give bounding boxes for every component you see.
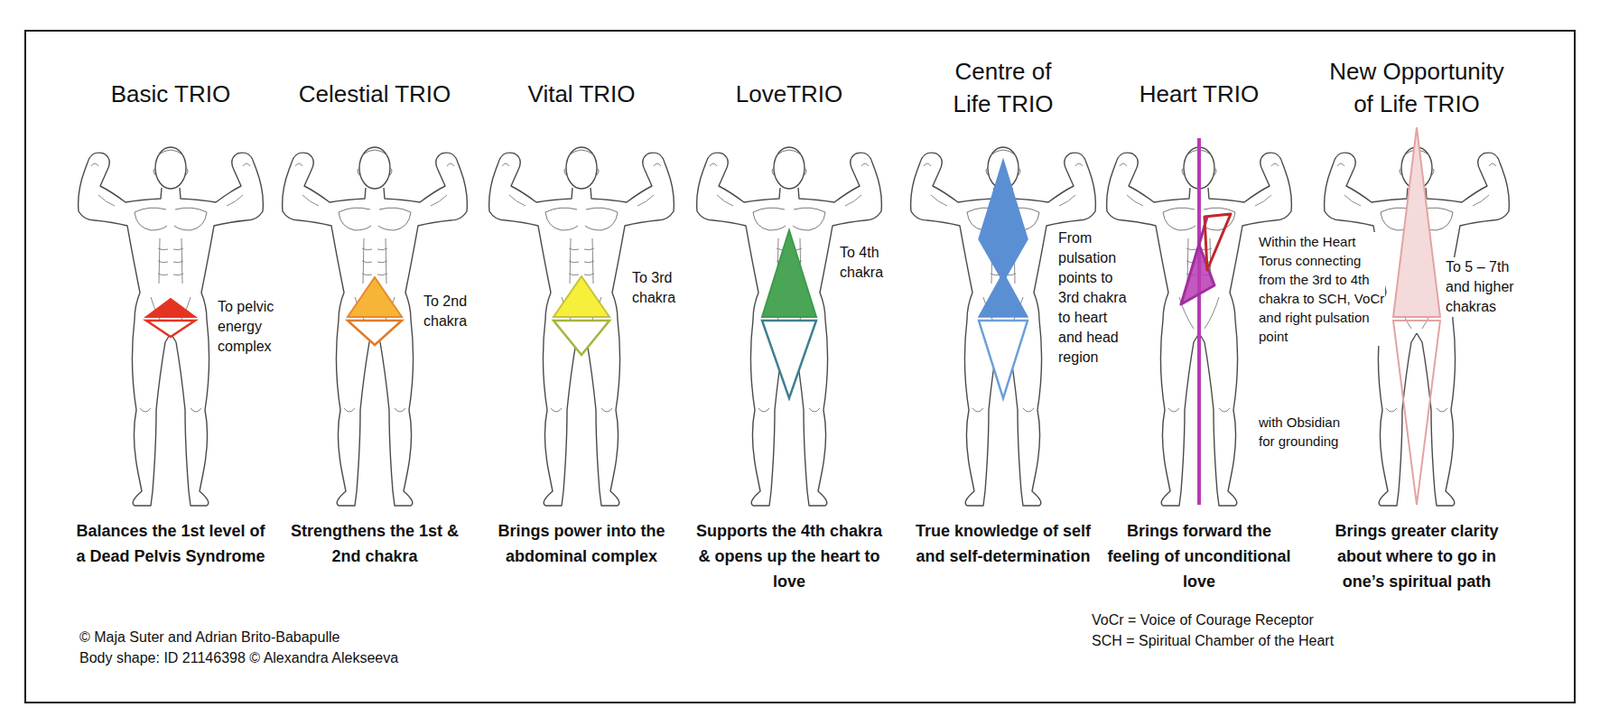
- triangle-up: [347, 277, 402, 317]
- triangle-up: [146, 298, 196, 317]
- target-note: To pelvic energy complex: [217, 297, 286, 357]
- triangle-up: [762, 230, 817, 317]
- label-slot: Brings greater clarity about where to go…: [1316, 518, 1517, 595]
- diamond: [978, 159, 1028, 282]
- trio-heading: Celestial TRIO: [275, 77, 475, 111]
- label-slot: Balances the 1st level of a Dead Pelvis …: [70, 518, 271, 569]
- copyright-note: Body shape: ID 21146398 © Alexandra Alek…: [79, 648, 459, 669]
- label-slot: Brings forward the feeling of unconditio…: [1098, 518, 1300, 595]
- target-note: To 5 – 7th and higher chakras: [1445, 257, 1518, 317]
- trio-symbols: [146, 127, 1441, 505]
- label-slot: LoveTRIO: [689, 77, 889, 111]
- effect-caption: Brings power into the abdominal complex: [481, 518, 682, 569]
- heart-shape: [1181, 216, 1215, 305]
- label-slot: To 5 – 7th and higher chakras: [1445, 257, 1518, 317]
- trio-heading: LoveTRIO: [689, 77, 889, 111]
- label-slot: VoCr = Voice of Courage Receptor: [1091, 610, 1381, 631]
- target-note: with Obsidian for grounding: [1258, 412, 1359, 451]
- label-slot: with Obsidian for grounding: [1258, 412, 1359, 451]
- triangle-down: [1393, 320, 1441, 505]
- triangle-down: [553, 320, 610, 355]
- target-note: To 2nd chakra: [423, 291, 484, 332]
- frame: [25, 30, 1575, 703]
- label-slot: Body shape: ID 21146398 © Alexandra Alek…: [79, 648, 459, 669]
- effect-caption: True knowledge of self and self-determin…: [902, 518, 1104, 569]
- effect-caption: Brings forward the feeling of unconditio…: [1098, 518, 1300, 595]
- label-slot: Brings power into the abdominal complex: [481, 518, 682, 569]
- trio-heading: Heart TRIO: [1108, 77, 1290, 111]
- abbreviation-note: VoCr = Voice of Courage Receptor: [1091, 610, 1381, 631]
- copyright-note: © Maja Suter and Adrian Brito-Babapulle: [79, 627, 459, 648]
- label-slot: Centre of Life TRIO: [935, 55, 1071, 121]
- effect-caption: Supports the 4th chakra & opens up the h…: [688, 518, 890, 595]
- label-slot: To 3rd chakra: [632, 268, 692, 308]
- triangle-up: [553, 276, 610, 317]
- heart-shape: [1204, 213, 1231, 270]
- target-note: From pulsation points to 3rd chakra to h…: [1058, 228, 1135, 368]
- body-figures: [78, 147, 1510, 506]
- trio-heading: Centre of Life TRIO: [935, 55, 1071, 121]
- label-slot: Vital TRIO: [482, 77, 681, 111]
- label-slot: To 2nd chakra: [423, 291, 484, 332]
- label-slot: Strengthens the 1st & 2nd chakra: [274, 518, 475, 569]
- label-slot: To 4th chakra: [839, 242, 900, 283]
- target-note: To 3rd chakra: [632, 268, 692, 308]
- label-slot: From pulsation points to 3rd chakra to h…: [1058, 228, 1135, 368]
- body-figure: [697, 147, 883, 506]
- effect-caption: Balances the 1st level of a Dead Pelvis …: [70, 518, 271, 569]
- label-slot: True knowledge of self and self-determin…: [902, 518, 1104, 569]
- trio-heading: New Opportunity of Life TRIO: [1321, 55, 1512, 121]
- label-slot: Supports the 4th chakra & opens up the h…: [688, 518, 890, 595]
- label-slot: Within the Heart Torus connecting from t…: [1258, 232, 1386, 346]
- label-slot: To pelvic energy complex: [217, 297, 286, 357]
- triangle-up: [978, 272, 1028, 317]
- vertical-axis: [1197, 138, 1201, 505]
- triangle-down: [978, 320, 1028, 399]
- target-note: Within the Heart Torus connecting from t…: [1258, 232, 1386, 346]
- label-slot: Heart TRIO: [1108, 77, 1290, 111]
- label-slot: SCH = Spiritual Chamber of the Heart: [1091, 631, 1381, 652]
- label-slot: Celestial TRIO: [275, 77, 475, 111]
- effect-caption: Strengthens the 1st & 2nd chakra: [274, 518, 475, 569]
- label-slot: New Opportunity of Life TRIO: [1321, 55, 1512, 121]
- abbreviation-note: SCH = Spiritual Chamber of the Heart: [1091, 631, 1381, 652]
- triangle-down: [762, 320, 817, 399]
- triangle-down: [146, 320, 196, 337]
- label-slot: © Maja Suter and Adrian Brito-Babapulle: [79, 627, 459, 648]
- trio-heading: Vital TRIO: [482, 77, 681, 111]
- effect-caption: Brings greater clarity about where to go…: [1316, 518, 1517, 595]
- body-figure: [489, 147, 675, 506]
- triangle-down: [347, 320, 402, 345]
- label-slot: Basic TRIO: [71, 77, 270, 111]
- target-note: To 4th chakra: [839, 242, 900, 283]
- trio-heading: Basic TRIO: [71, 77, 270, 111]
- triangle-up: [1393, 127, 1441, 317]
